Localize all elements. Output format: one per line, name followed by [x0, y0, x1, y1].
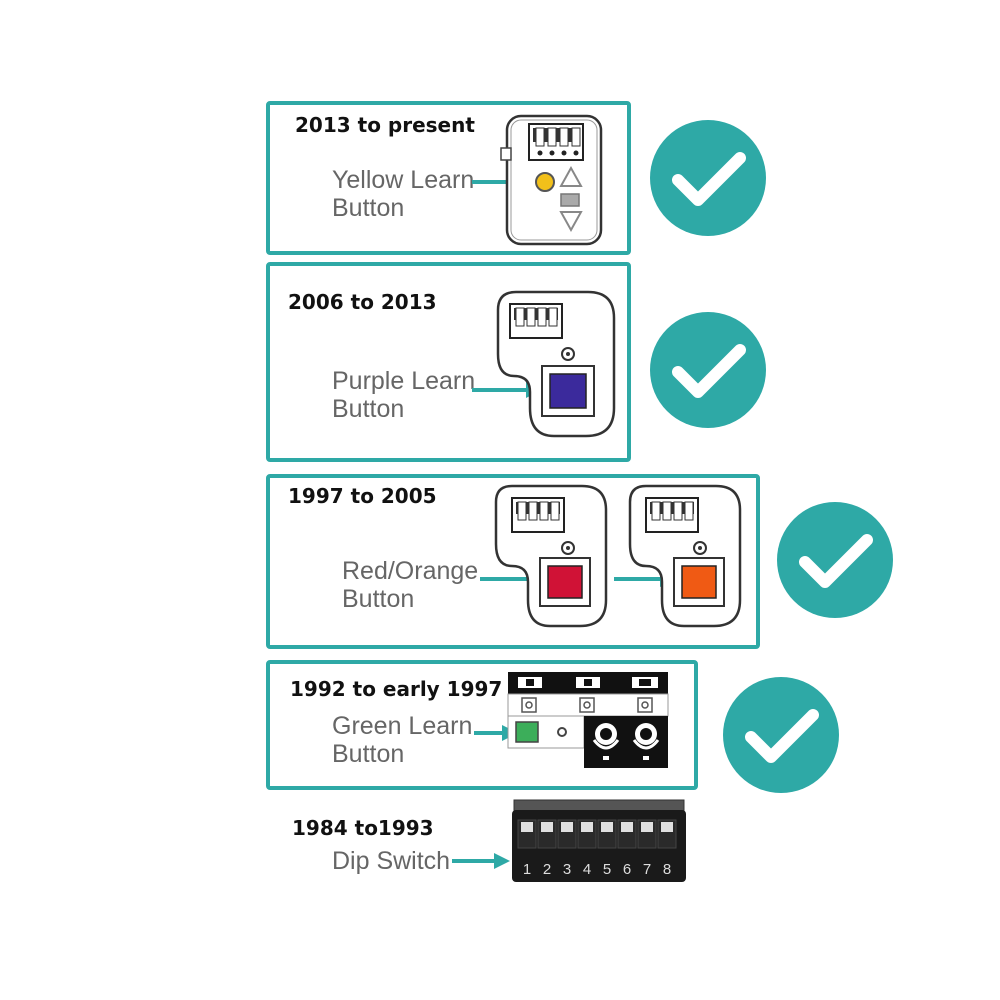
check-icon — [723, 677, 839, 793]
dip-switch-number: 8 — [663, 861, 671, 878]
dip-switch-number: 5 — [603, 861, 611, 878]
dip-switch: 1 2 3 4 5 6 7 8 — [512, 799, 686, 882]
dip-switch-number: 2 — [543, 861, 551, 878]
label-yellow-learn-line2: Button — [332, 194, 405, 222]
opener-panel-2013 — [500, 114, 603, 246]
opener-panel-1997-orange — [628, 484, 742, 628]
year-range-1997-to-2005: 1997 to 2005 — [288, 484, 437, 508]
label-red-orange-line1: Red/Orange — [342, 557, 479, 585]
label-green-learn-line2: Button — [332, 740, 405, 768]
label-red-orange-line2: Button — [342, 585, 415, 613]
dip-switch-arrow — [452, 853, 510, 869]
dip-switch-number: 3 — [563, 861, 571, 878]
year-range-1984-to-1993: 1984 to1993 — [292, 816, 434, 840]
opener-panel-2006 — [496, 290, 616, 438]
dip-switch-number: 4 — [583, 861, 591, 878]
label-yellow-learn-line1: Yellow Learn — [332, 166, 475, 194]
dip-switch-number: 6 — [623, 861, 631, 878]
label-purple-learn-line1: Purple Learn — [332, 367, 476, 395]
check-icon — [650, 120, 766, 236]
check-icon — [650, 312, 766, 428]
check-icon — [777, 502, 893, 618]
opener-panel-1997-red — [494, 484, 608, 628]
opener-panel-1992 — [507, 672, 669, 768]
year-range-1992-to-early-1997: 1992 to early 1997 — [290, 677, 503, 701]
dip-switch-number: 7 — [643, 861, 651, 878]
label-purple-learn-line2: Button — [332, 395, 405, 423]
year-range-2013-to-present: 2013 to present — [295, 113, 475, 137]
dip-switch-number: 1 — [523, 861, 531, 878]
label-dip-switch: Dip Switch — [332, 847, 451, 875]
label-green-learn-line1: Green Learn — [332, 712, 473, 740]
year-range-2006-to-2013: 2006 to 2013 — [288, 290, 437, 314]
